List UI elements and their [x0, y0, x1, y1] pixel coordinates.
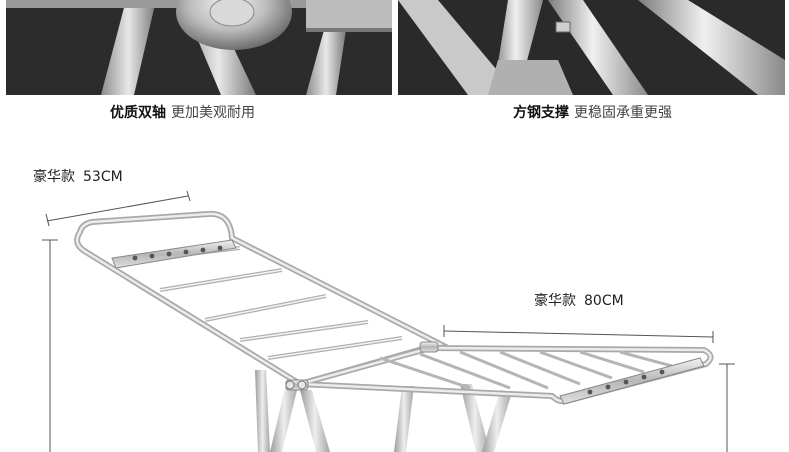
caption-right-title: 方钢支撑 — [513, 105, 569, 121]
product-photo-axle — [6, 0, 392, 95]
hinge-axles — [285, 341, 439, 391]
width-dimension-line — [45, 190, 191, 227]
width-dimension-tier: 豪华款 — [33, 169, 75, 185]
height-dimension-line-left — [42, 239, 58, 452]
caption-right-subtitle: 更稳固承重更强 — [574, 105, 672, 121]
caption-double-axle: 优质双轴更加美观耐用 — [110, 102, 255, 122]
right-wing-rails — [379, 350, 673, 390]
length-dimension-line — [443, 325, 714, 343]
right-wing-frame — [299, 344, 714, 405]
caption-left-title: 优质双轴 — [110, 105, 166, 121]
square-steel-closeup-image — [398, 0, 785, 95]
axle-closeup-image — [6, 0, 392, 95]
caption-square-steel: 方钢支撑更稳固承重更强 — [513, 102, 672, 122]
height-dimension-line-right — [719, 363, 735, 452]
left-wing-frame — [74, 210, 449, 388]
length-dimension-tier: 豪华款 — [534, 293, 576, 309]
caption-left-subtitle: 更加美观耐用 — [171, 105, 255, 121]
left-hanger-bar — [111, 239, 237, 269]
width-dimension-label: 豪华款 53CM — [33, 166, 123, 186]
length-dimension-value: 80CM — [584, 293, 624, 309]
width-dimension-value: 53CM — [83, 169, 123, 185]
length-dimension-label: 豪华款 80CM — [534, 290, 624, 310]
right-hanger-bar — [559, 357, 705, 405]
rack-legs — [255, 370, 512, 452]
product-photo-square-steel — [398, 0, 785, 95]
